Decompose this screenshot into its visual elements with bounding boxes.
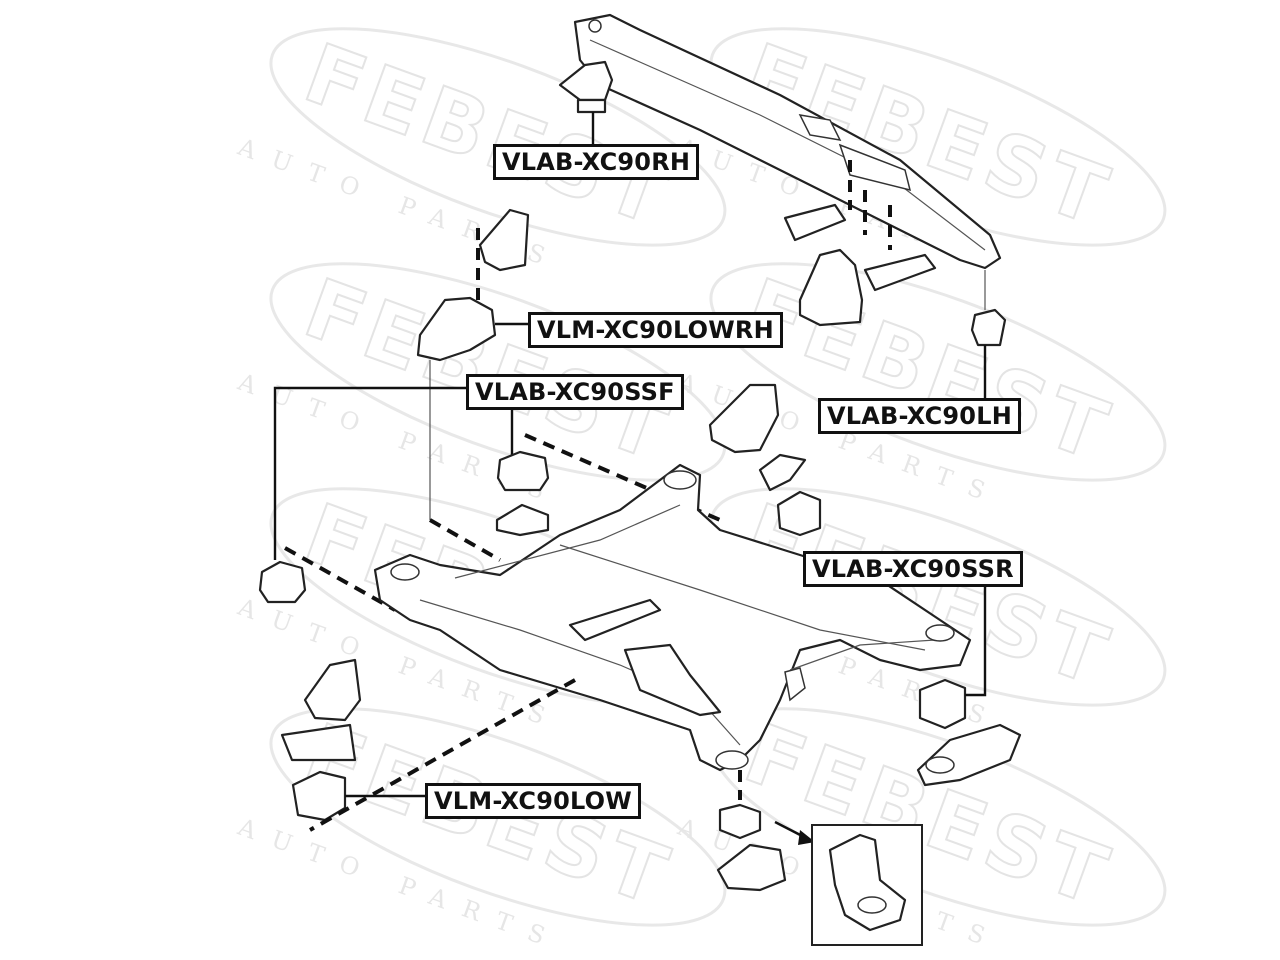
part-label-vlm-xc90low: VLM-XC90LOW [425,783,641,819]
upper-cross-beam [573,13,1002,270]
watermark-group: FEBEST AUTO PARTS FEBEST AUTO PARTS FEBE… [233,25,1167,956]
rear-right-mount [708,383,1022,787]
rh-mount [558,60,614,148]
part-label-vlab-xc90ssf: VLAB-XC90SSF [466,374,684,410]
rear-lower-mount [716,770,923,946]
ssf-bushing [258,386,721,612]
part-label-vlab-xc90rh: VLAB-XC90RH [493,144,700,180]
subframe [373,463,972,772]
lowrh-mount [416,208,530,520]
low-mount [280,658,576,832]
part-label-vlab-xc90lh: VLAB-XC90LH [818,398,1021,434]
part-label-vlab-xc90ssr: VLAB-XC90SSR [803,551,1023,587]
part-label-vlm-xc90lowrh: VLM-XC90LOWRH [528,312,783,348]
